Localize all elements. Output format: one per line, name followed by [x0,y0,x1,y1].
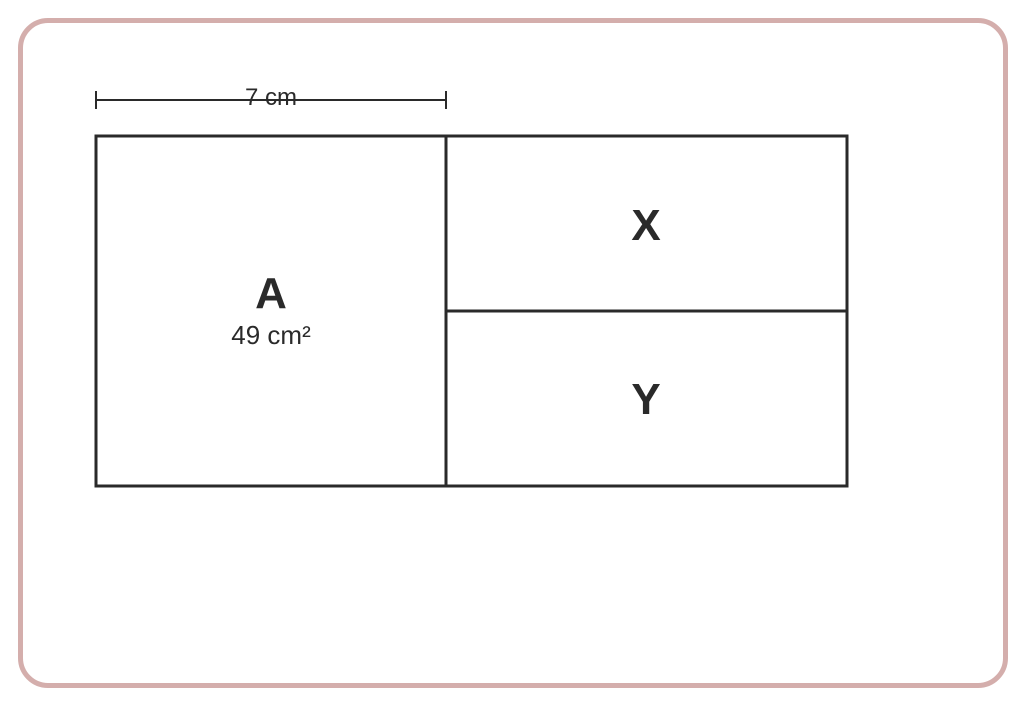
region-a-label: A [255,269,287,318]
dimension-label: 7 cm [245,84,297,111]
card-frame [18,18,1008,688]
dimension-indicator: 7 cm [95,84,447,111]
region-a: A 49 cm² [231,269,311,350]
region-a-area: 49 cm² [231,320,311,350]
region-x-label: X [631,201,660,250]
region-y-label: Y [631,375,660,424]
